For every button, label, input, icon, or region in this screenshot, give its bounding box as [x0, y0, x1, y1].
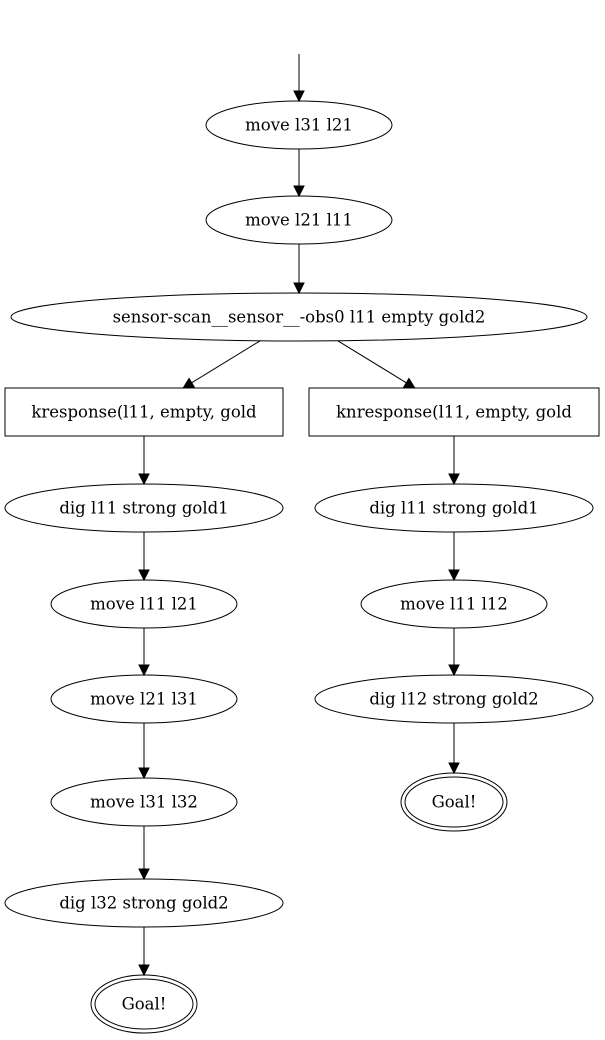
node-n3: sensor-scan__sensor__-obs0 l11 empty gol…: [10, 292, 588, 342]
goal-outer-ring: [400, 772, 508, 832]
node-ellipse: [50, 777, 238, 827]
node-label: move l11 l21: [90, 595, 198, 614]
nodes-layer: move l31 l21 move l21 l11 sensor-scan__sen…: [4, 100, 600, 1034]
edge-arrowhead: [293, 90, 305, 103]
node-n1: move l31 l21: [205, 100, 393, 150]
edge-arrowhead: [448, 762, 460, 775]
edge-arrowhead: [448, 473, 460, 486]
edge-arrowhead: [448, 569, 460, 582]
node-box: [308, 387, 600, 437]
edge-n3-n4: [191, 340, 261, 384]
node-n8: move l11 l21: [50, 579, 238, 629]
node-ellipse: [205, 100, 393, 150]
node-label: Goal!: [122, 995, 167, 1014]
node-label: dig l11 strong gold1: [369, 499, 538, 518]
node-ellipse: [10, 292, 588, 342]
node-n6: dig l11 strong gold1: [4, 483, 284, 533]
edge-arrowhead: [138, 569, 150, 582]
node-n4: kresponse(l11, empty, gold: [4, 387, 284, 437]
node-ellipse: [4, 878, 284, 928]
edge-arrowhead: [293, 282, 305, 295]
edge-arrowhead: [138, 868, 150, 881]
node-label: move l21 l31: [90, 690, 198, 709]
node-label: dig l11 strong gold1: [59, 499, 228, 518]
node-ellipse: [4, 483, 284, 533]
node-n13: Goal!: [400, 772, 508, 832]
node-ellipse: [314, 483, 594, 533]
node-box: [4, 387, 284, 437]
goal-outer-ring: [90, 974, 198, 1034]
edge-arrowhead: [402, 377, 416, 389]
node-n2: move l21 l11: [205, 195, 393, 245]
node-n14: dig l32 strong gold2: [4, 878, 284, 928]
node-ellipse: [205, 195, 393, 245]
node-ellipse: [50, 674, 238, 724]
node-label: move l31 l32: [90, 793, 198, 812]
edge-arrowhead: [138, 767, 150, 780]
edge-arrowhead: [138, 664, 150, 677]
node-label: move l31 l21: [245, 116, 353, 135]
node-n7: dig l11 strong gold1: [314, 483, 594, 533]
node-label: Goal!: [432, 793, 477, 812]
edge-arrowhead: [138, 473, 150, 486]
node-n10: move l21 l31: [50, 674, 238, 724]
edge-arrowhead: [138, 964, 150, 977]
node-n9: move l11 l12: [360, 579, 548, 629]
edge-arrowhead: [182, 377, 196, 389]
node-n5: knresponse(l11, empty, gold: [308, 387, 600, 437]
node-ellipse: [360, 579, 548, 629]
node-label: move l21 l11: [245, 211, 353, 230]
node-n11: dig l12 strong gold2: [314, 674, 594, 724]
node-ellipse: [314, 674, 594, 724]
node-label: dig l32 strong gold2: [59, 894, 228, 913]
edge-arrowhead: [293, 185, 305, 198]
node-label: move l11 l12: [400, 595, 508, 614]
node-ellipse: [50, 579, 238, 629]
node-label: kresponse(l11, empty, gold: [31, 403, 257, 422]
goal-inner-ring: [404, 776, 504, 828]
node-n15: Goal!: [90, 974, 198, 1034]
node-label: knresponse(l11, empty, gold: [336, 403, 572, 422]
edges-layer: [138, 54, 460, 977]
node-label: dig l12 strong gold2: [369, 690, 538, 709]
node-n12: move l31 l32: [50, 777, 238, 827]
node-label: sensor-scan__sensor__-obs0 l11 empty gol…: [113, 308, 486, 327]
goal-inner-ring: [94, 978, 194, 1030]
edge-arrowhead: [448, 664, 460, 677]
edge-n3-n5: [337, 340, 407, 384]
